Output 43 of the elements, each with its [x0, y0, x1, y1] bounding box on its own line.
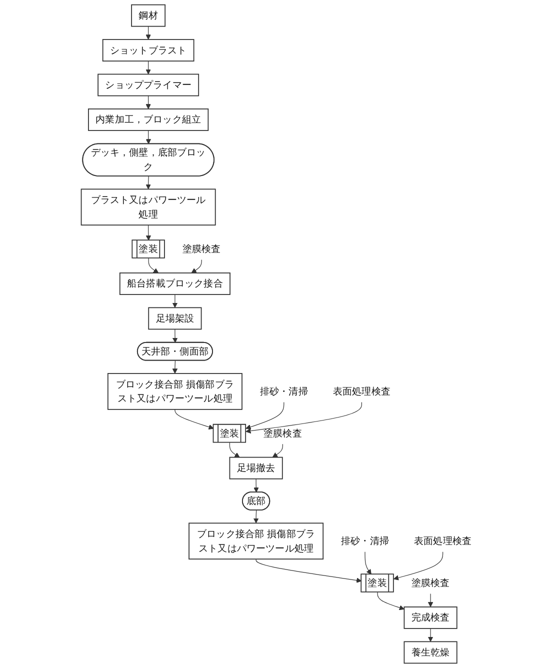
node-text: 塗膜検査	[182, 243, 221, 254]
node-box: 足場架設	[148, 307, 202, 330]
arrow	[256, 558, 362, 583]
arrow	[146, 224, 152, 241]
node-box: ブロック接合部 損傷部ブラスト又はパワーツール処理	[188, 522, 324, 560]
node-box: 船台搭載ブロック接合	[119, 272, 230, 295]
arrow	[172, 360, 178, 374]
node-text: 塗膜検査	[411, 577, 450, 588]
arrow	[146, 26, 151, 40]
arrow	[146, 60, 151, 74]
node-text: 排砂・清掃	[260, 385, 308, 397]
node-box: 内業加工，ブロック組立	[88, 108, 209, 131]
node-box: ブラスト又はパワーツール処理	[80, 188, 216, 226]
node-box: ブロック接合部 損傷部ブラスト又はパワーツール処理	[107, 373, 242, 410]
arrow	[394, 552, 444, 580]
node-box: 完成検査	[404, 606, 458, 629]
arrow	[191, 259, 202, 274]
arrow	[174, 409, 214, 430]
node-text: 表面処理検査	[414, 535, 472, 546]
arrow	[229, 442, 240, 458]
node-box: 鋼材	[131, 4, 166, 27]
arrow	[146, 95, 151, 110]
node-box: 足場撤去	[229, 456, 283, 480]
arrow	[428, 628, 434, 642]
node-box: ショッププライマー	[98, 74, 200, 96]
node-text: 塗膜検査	[264, 427, 302, 439]
node-box: ショットブラスト	[102, 39, 194, 62]
arrow	[377, 592, 404, 610]
arrow	[246, 402, 284, 430]
arrow	[253, 510, 259, 524]
node-box: 養生乾燥	[404, 641, 458, 664]
arrow	[428, 593, 434, 608]
node-text: 排砂・清掃	[341, 535, 389, 546]
arrow	[246, 402, 362, 434]
node-text: 表面処理検査	[332, 385, 390, 397]
arrow	[254, 478, 259, 493]
arrow	[272, 444, 283, 458]
arrow	[364, 552, 372, 575]
arrow	[172, 328, 178, 343]
arrow	[172, 294, 178, 308]
arrow	[148, 258, 159, 274]
arrow	[146, 130, 152, 144]
arrow	[146, 176, 151, 190]
